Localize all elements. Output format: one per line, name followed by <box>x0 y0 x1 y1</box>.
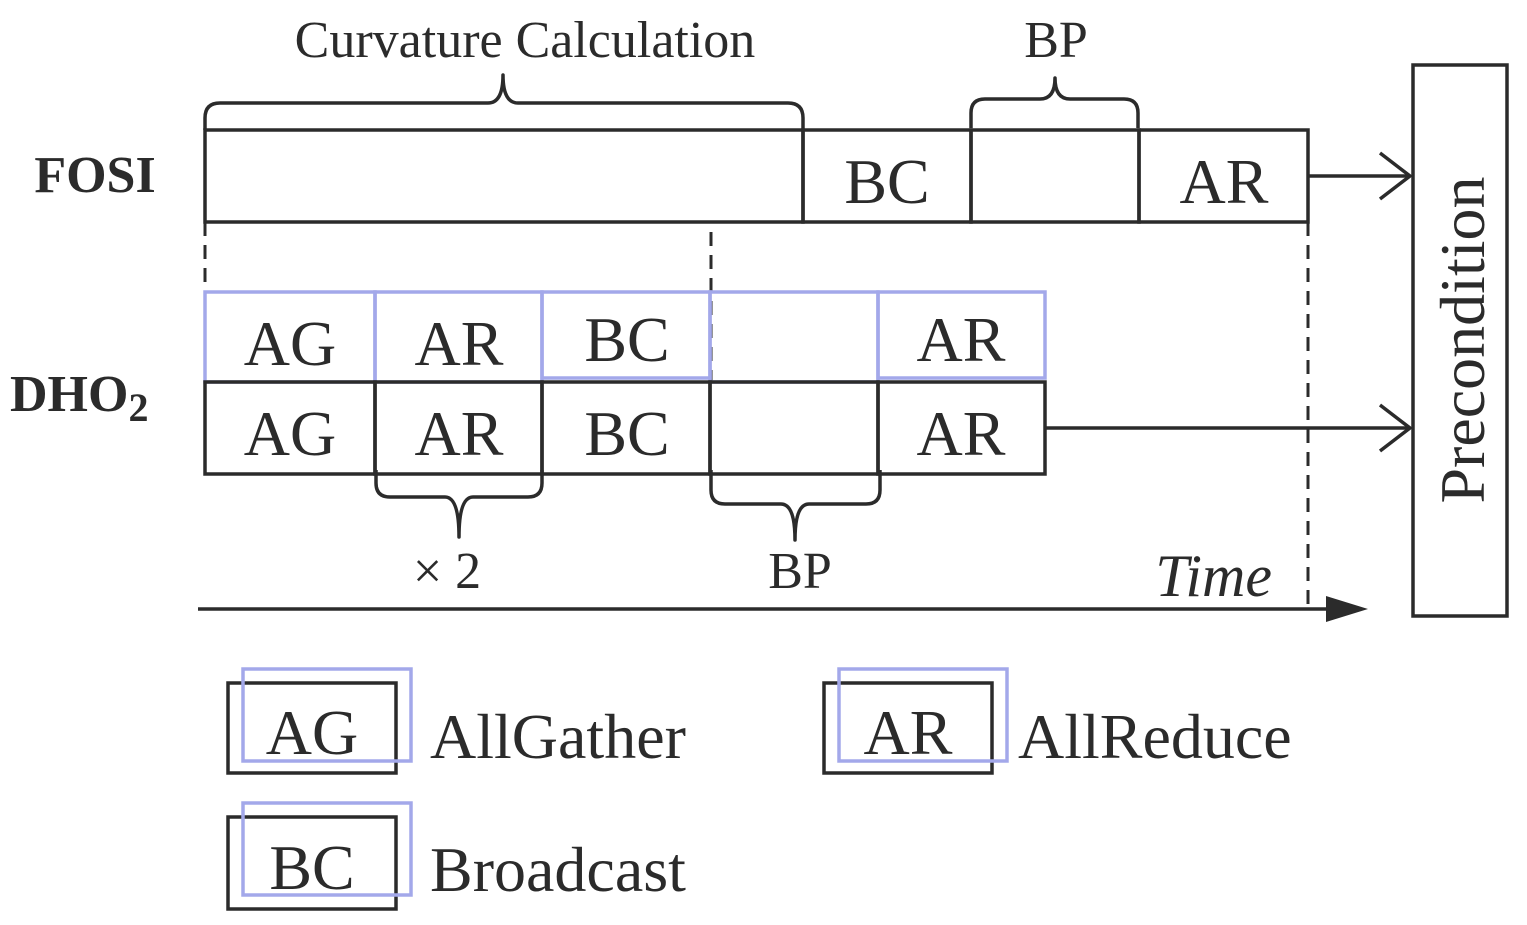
fosi-curvature-block <box>203 128 805 224</box>
fosi-block-label-3: AR <box>1180 146 1269 217</box>
bp-top-brace <box>969 76 1140 128</box>
legend-ar-text: AllReduce <box>1018 701 1292 772</box>
dho2-top-label-1: AR <box>415 308 504 379</box>
dho2-bottom-block-3 <box>708 380 880 476</box>
times2-label: × 2 <box>413 543 481 600</box>
fosi-arrow-head <box>1378 151 1413 201</box>
fosi-block-label-1: BC <box>844 146 929 217</box>
bp-bottom-label: BP <box>768 543 832 600</box>
precondition-label: Precondition <box>1427 176 1498 503</box>
legend-ar-key-blue <box>837 667 1009 763</box>
dho2-row-label: DHO2 <box>10 366 148 430</box>
dho2-top-label-4: AR <box>917 304 1006 375</box>
legend-bc-abbr: BC <box>269 832 354 903</box>
legend-ar-key-dark <box>822 681 994 775</box>
dho2-bottom-label-1: AR <box>415 398 504 469</box>
dho2-top-label-2: BC <box>584 304 669 375</box>
dho2-arrow-head <box>1378 403 1413 453</box>
dho2-bottom-label-2: BC <box>584 398 669 469</box>
legend-bc-text: Broadcast <box>430 834 686 905</box>
bp-bottom-brace <box>709 470 882 542</box>
precondition-box <box>1411 63 1509 618</box>
legend-ag-abbr: AG <box>266 697 358 768</box>
legend-bc-key-dark <box>226 815 398 911</box>
legend: AG AllGather AR AllReduce BC Broadcast <box>226 667 1292 911</box>
bp-top-label: BP <box>1024 12 1088 69</box>
legend-ag-key-dark <box>226 681 398 775</box>
time-axis-label: Time <box>1155 543 1272 609</box>
dho2-top-block-4 <box>876 290 1047 380</box>
fosi-bp-block <box>969 128 1141 224</box>
legend-ag-key-blue <box>241 667 413 763</box>
dho2-bottom-label-4: AR <box>917 398 1006 469</box>
legend-bc-key-blue <box>241 801 413 897</box>
dho2-top-block-3 <box>708 290 880 384</box>
curvature-brace <box>203 73 805 130</box>
curvature-label: Curvature Calculation <box>295 12 756 69</box>
legend-ag-text: AllGather <box>430 701 686 772</box>
times2-brace <box>374 470 544 539</box>
legend-ar-abbr: AR <box>864 697 953 768</box>
fosi-row-label: FOSI <box>34 147 155 204</box>
dho2-bottom-label-0: AG <box>244 398 336 469</box>
dho2-top-label-0: AG <box>244 308 336 379</box>
time-axis-arrowhead <box>1326 596 1368 622</box>
